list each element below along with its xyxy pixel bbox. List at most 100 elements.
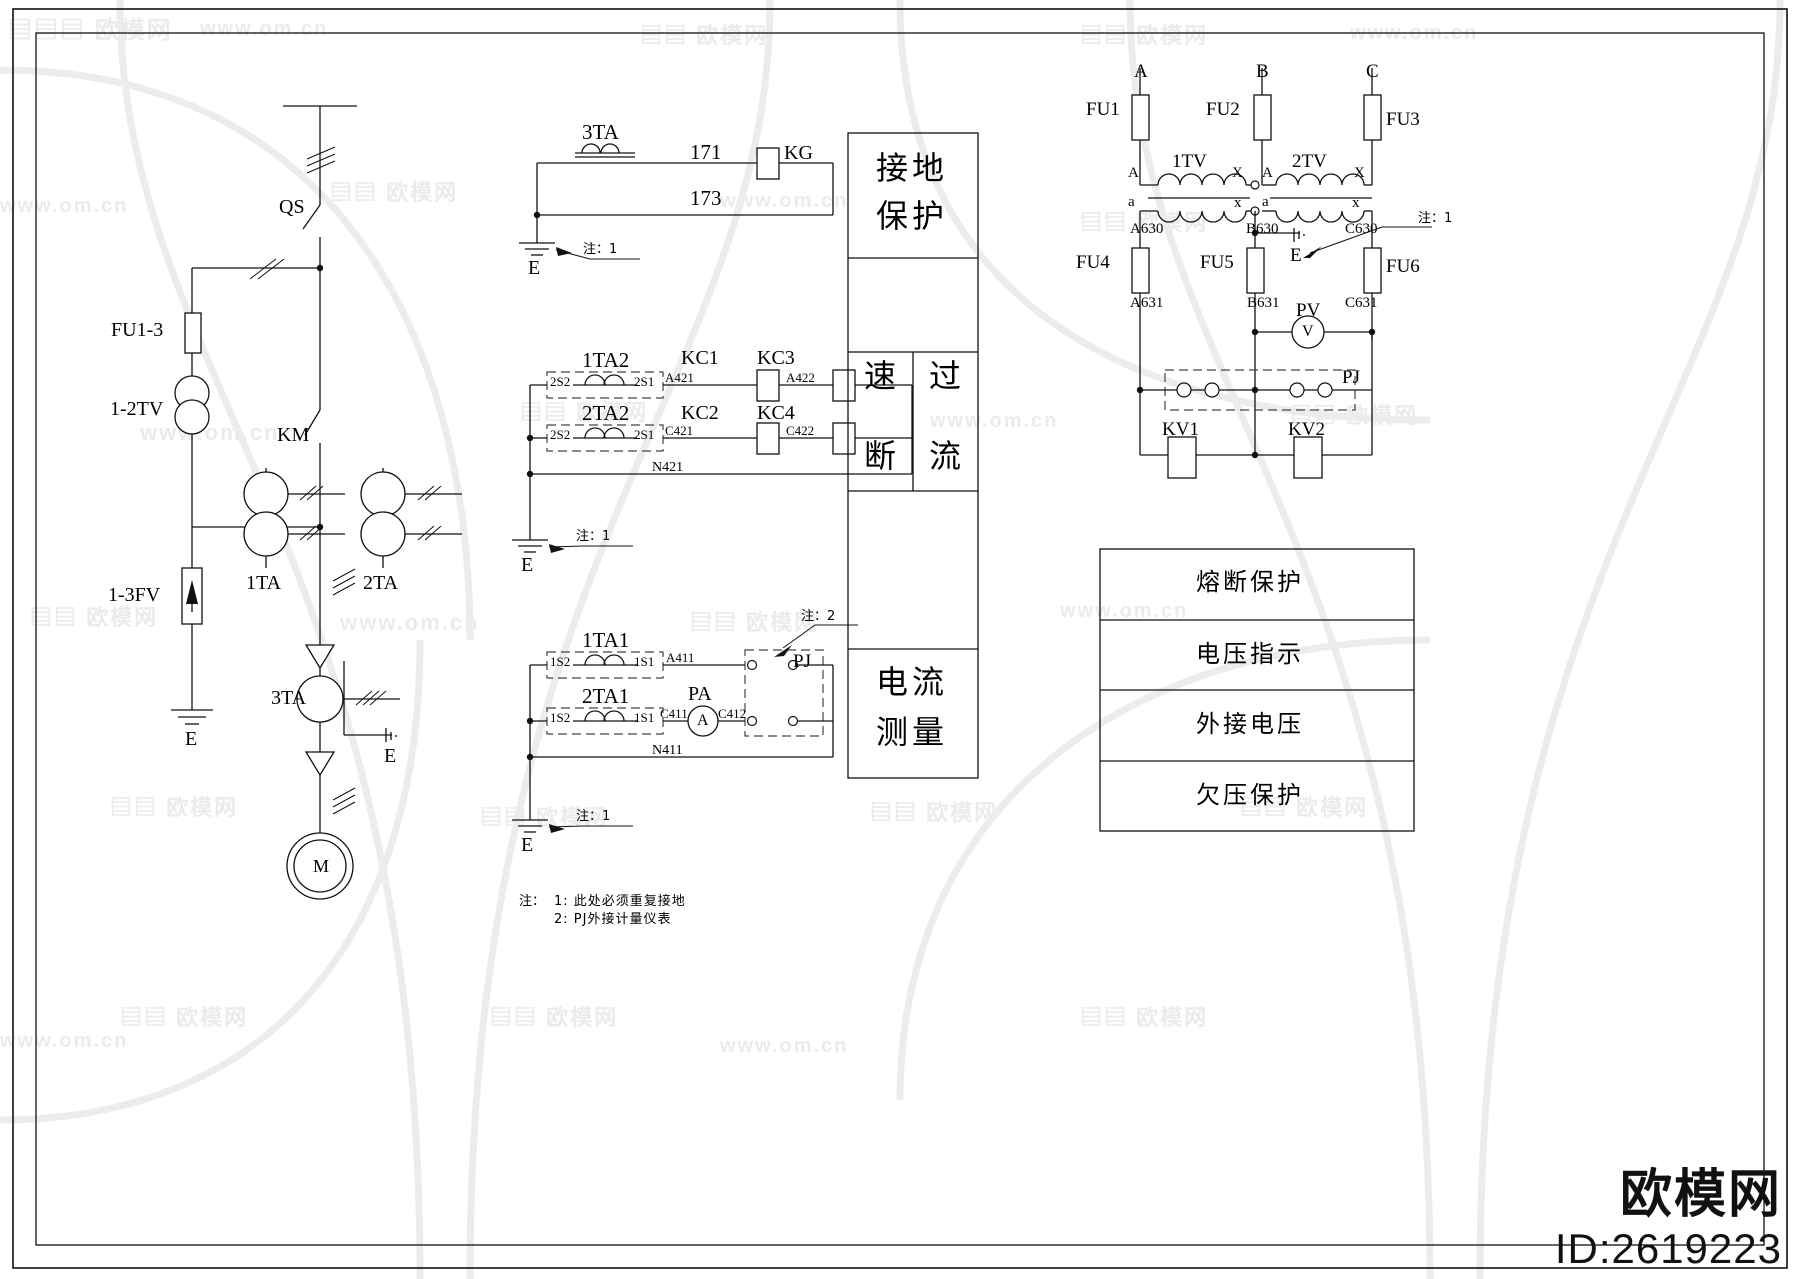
function-row-overcurrent-ch2: 流 xyxy=(929,437,962,475)
note-ref-1-vt: 注：1 xyxy=(1418,211,1453,226)
label-wire-171: 171 xyxy=(690,140,722,164)
note-ref-1-measuring: 注：1 xyxy=(576,809,611,824)
label-3ta-earthing: 3TA xyxy=(582,120,619,144)
note-ref-2-pj: 注：2 xyxy=(801,609,836,624)
asset-id: ID:2619223 xyxy=(1554,1225,1782,1272)
function-row-earthing-line2: 保护 xyxy=(876,197,949,235)
relay-kg-body xyxy=(756,147,780,180)
vt-function-row-3: 欠压保护 xyxy=(1196,781,1304,809)
function-table-frame xyxy=(847,132,979,779)
label-wire-c422: C422 xyxy=(786,423,815,438)
label-wire-c631: C631 xyxy=(1345,295,1378,311)
label-1-3fv: 1-3FV xyxy=(108,584,161,606)
label-wire-173: 173 xyxy=(690,186,722,210)
label-pv-glyph: V xyxy=(1302,323,1314,340)
label-fu1-3: FU1-3 xyxy=(111,319,164,341)
label-1ta2-2s1: 2S1 xyxy=(634,374,655,389)
motor-inner xyxy=(293,839,347,893)
label-wire-b631: B631 xyxy=(1247,295,1280,311)
label-wire-c412: C412 xyxy=(718,706,747,721)
function-row-quickbreak-ch1: 速 xyxy=(864,357,897,395)
label-fu6: FU6 xyxy=(1386,256,1420,277)
vt-function-table-frame xyxy=(1099,548,1415,832)
label-prim-x2: X xyxy=(1354,165,1365,181)
label-fu3: FU3 xyxy=(1386,109,1420,130)
vt-function-row-0: 熔断保护 xyxy=(1196,568,1304,596)
label-qs: QS xyxy=(279,196,305,218)
label-1ta2: 1TA2 xyxy=(582,348,630,372)
label-2ta2-2s1: 2S1 xyxy=(634,427,655,442)
overcurrent-circuit xyxy=(512,369,913,553)
label-2ta1-1s2: 1S2 xyxy=(550,710,571,725)
label-2ta1-1s1: 1S1 xyxy=(634,710,655,725)
label-earth-cable: E xyxy=(384,745,397,767)
label-2ta: 2TA xyxy=(363,572,399,594)
label-prim-x1: X xyxy=(1232,165,1243,181)
label-wire-c630: C630 xyxy=(1345,221,1378,237)
label-1ta2-2s2: 2S2 xyxy=(550,374,571,389)
function-row-measuring-line1: 电流 xyxy=(876,663,949,701)
function-row-measuring-line2: 测量 xyxy=(876,713,949,751)
relay-kc1-body xyxy=(756,369,780,402)
label-sec-x1: x xyxy=(1234,195,1242,211)
label-wire-c421: C421 xyxy=(665,423,694,438)
label-wire-a422: A422 xyxy=(786,370,815,385)
label-1tv: 1TV xyxy=(1172,151,1207,172)
label-1ta1: 1TA1 xyxy=(582,628,630,652)
label-2ta2: 2TA2 xyxy=(582,401,630,425)
label-kg: KG xyxy=(784,142,813,164)
label-kc2: KC2 xyxy=(681,402,719,424)
label-pa: PA xyxy=(688,683,712,705)
label-kc3: KC3 xyxy=(757,347,795,369)
fuse-fu6-body xyxy=(1363,247,1382,294)
label-2ta2-2s2: 2S2 xyxy=(550,427,571,442)
label-sec-a1: a xyxy=(1128,194,1135,210)
label-2ta1: 2TA1 xyxy=(582,684,630,708)
label-3ta-main: 3TA xyxy=(271,687,307,709)
label-km: KM xyxy=(277,424,310,446)
notes-item-1: 1: 此处必须重复接地 xyxy=(554,894,686,909)
label-fu1: FU1 xyxy=(1086,99,1120,120)
label-pj-strip: PJ xyxy=(1342,367,1360,388)
label-prim-a2: A xyxy=(1262,165,1273,181)
label-wire-a421: A421 xyxy=(665,370,694,385)
earthing-protection-circuit xyxy=(519,143,834,260)
fuse-fu5-body xyxy=(1246,247,1265,294)
current-measuring-circuit xyxy=(512,624,858,833)
label-pa-glyph: A xyxy=(697,712,709,729)
label-pj-meter: PJ xyxy=(793,651,811,672)
label-pv: PV xyxy=(1296,300,1321,321)
relay-kv1-body xyxy=(1167,436,1197,479)
sheet-outer-frame xyxy=(12,8,1788,1269)
label-phase-b: B xyxy=(1256,61,1269,82)
label-kc1: KC1 xyxy=(681,347,719,369)
label-earth-vt: E xyxy=(1290,245,1302,266)
label-1ta: 1TA xyxy=(246,572,282,594)
vt-function-row-1: 电压指示 xyxy=(1196,640,1304,668)
brand-logo: 欧模网 xyxy=(1619,1165,1782,1225)
sheet-inner-frame xyxy=(35,32,1765,1246)
label-1-2tv: 1-2TV xyxy=(110,398,164,420)
main-one-line-circuit xyxy=(171,105,462,900)
fuse-fu1-body xyxy=(1131,94,1150,141)
fuse-fu2-body xyxy=(1253,94,1272,141)
label-wire-n421: N421 xyxy=(652,460,684,475)
fuse-fu1-3-body xyxy=(184,312,202,354)
label-kv1: KV1 xyxy=(1162,419,1199,440)
label-phase-a: A xyxy=(1134,61,1148,82)
function-row-overcurrent-ch1: 过 xyxy=(929,357,962,395)
label-wire-a631: A631 xyxy=(1130,295,1164,311)
function-row-quickbreak-ch2: 断 xyxy=(864,437,897,475)
label-wire-a630: A630 xyxy=(1130,221,1164,237)
note-ref-1-kg: 注：1 xyxy=(583,242,618,257)
label-fu2: FU2 xyxy=(1206,99,1240,120)
label-wire-n411: N411 xyxy=(652,743,683,758)
label-1ta1-1s2: 1S2 xyxy=(550,654,571,669)
label-kv2: KV2 xyxy=(1288,419,1325,440)
label-earth-kg: E xyxy=(528,257,541,279)
notes-item-2: 2: PJ外接计量仪表 xyxy=(554,912,672,927)
relay-kc3-body xyxy=(832,369,856,402)
